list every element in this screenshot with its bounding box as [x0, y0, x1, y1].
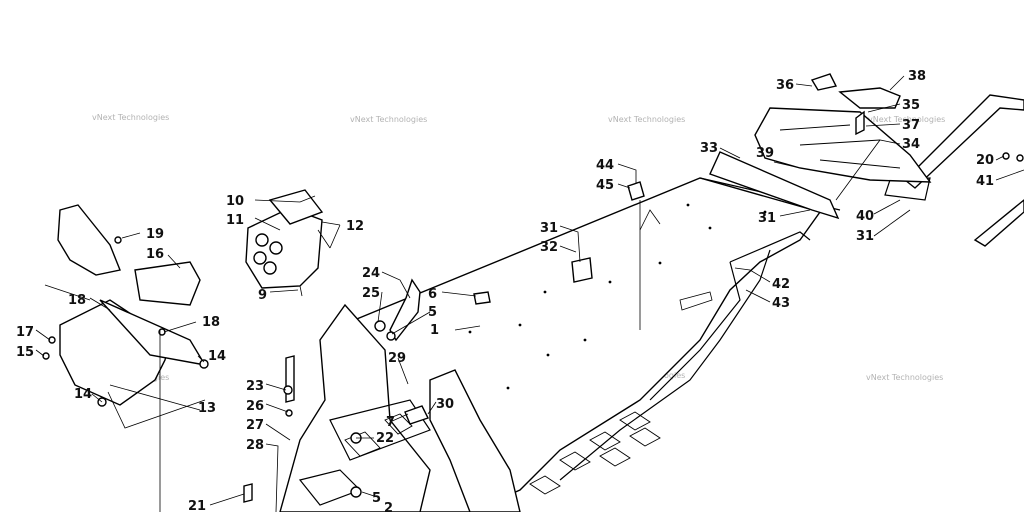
callout-32: 32	[540, 240, 558, 255]
callout-13: 13	[198, 401, 216, 416]
left-mount-brackets	[44, 204, 207, 429]
leader-lines	[35, 75, 1024, 512]
callout-40: 40	[856, 209, 874, 224]
callout-37: 37	[902, 118, 920, 133]
callout-27: 27	[246, 418, 264, 433]
callout-29: 29	[388, 351, 406, 366]
callout-14: 14	[74, 387, 92, 402]
callout-35: 35	[902, 98, 920, 113]
rivet-holes	[468, 203, 767, 390]
callout-2: 2	[384, 501, 393, 512]
callout-31: 31	[540, 221, 558, 236]
callout-6: 6	[428, 287, 437, 302]
callout-labels: 1 2 5 5 6 7 9 10 11 12 13 14 14 15 16 17…	[16, 69, 994, 512]
callout-12: 12	[346, 219, 364, 234]
callout-1: 1	[430, 323, 439, 338]
callout-44: 44	[596, 158, 614, 173]
callout-28: 28	[246, 438, 264, 453]
callout-45: 45	[596, 178, 614, 193]
callout-22: 22	[376, 431, 394, 446]
callout-39: 39	[756, 146, 774, 161]
callout-31: 31	[856, 229, 874, 244]
watermark: vNext Technologies	[92, 113, 169, 122]
callout-31: 31	[758, 211, 776, 226]
bumper-bracket	[245, 189, 331, 297]
front-frame	[279, 303, 521, 512]
callout-30: 30	[436, 397, 454, 412]
callout-11: 11	[226, 213, 244, 228]
callout-36: 36	[776, 78, 794, 93]
callout-42: 42	[772, 277, 790, 292]
callout-17: 17	[16, 325, 34, 340]
callout-7: 7	[386, 415, 395, 430]
callout-20: 20	[976, 153, 994, 168]
callout-14: 14	[208, 349, 226, 364]
callout-21: 21	[188, 499, 206, 512]
callout-33: 33	[700, 141, 718, 156]
callout-41: 41	[976, 174, 994, 189]
snow-flap-assembly	[709, 73, 932, 220]
watermark: vNext Technologies	[868, 115, 945, 124]
callout-34: 34	[902, 137, 920, 152]
callout-5: 5	[372, 491, 381, 506]
callout-9: 9	[258, 288, 267, 303]
callout-16: 16	[146, 247, 164, 262]
callout-23: 23	[246, 379, 264, 394]
callout-5: 5	[428, 305, 437, 320]
callout-10: 10	[226, 194, 244, 209]
callout-38: 38	[908, 69, 926, 84]
callout-25: 25	[362, 286, 380, 301]
callout-19: 19	[146, 227, 164, 242]
callout-43: 43	[772, 296, 790, 311]
callout-18: 18	[202, 315, 220, 330]
callout-15: 15	[16, 345, 34, 360]
callout-24: 24	[362, 266, 380, 281]
callout-18: 18	[68, 293, 86, 308]
watermark: vNext Technologies	[608, 115, 685, 124]
watermark: vNext Technologies	[866, 373, 943, 382]
watermark: vNext Technologies	[350, 115, 427, 124]
callout-26: 26	[246, 399, 264, 414]
